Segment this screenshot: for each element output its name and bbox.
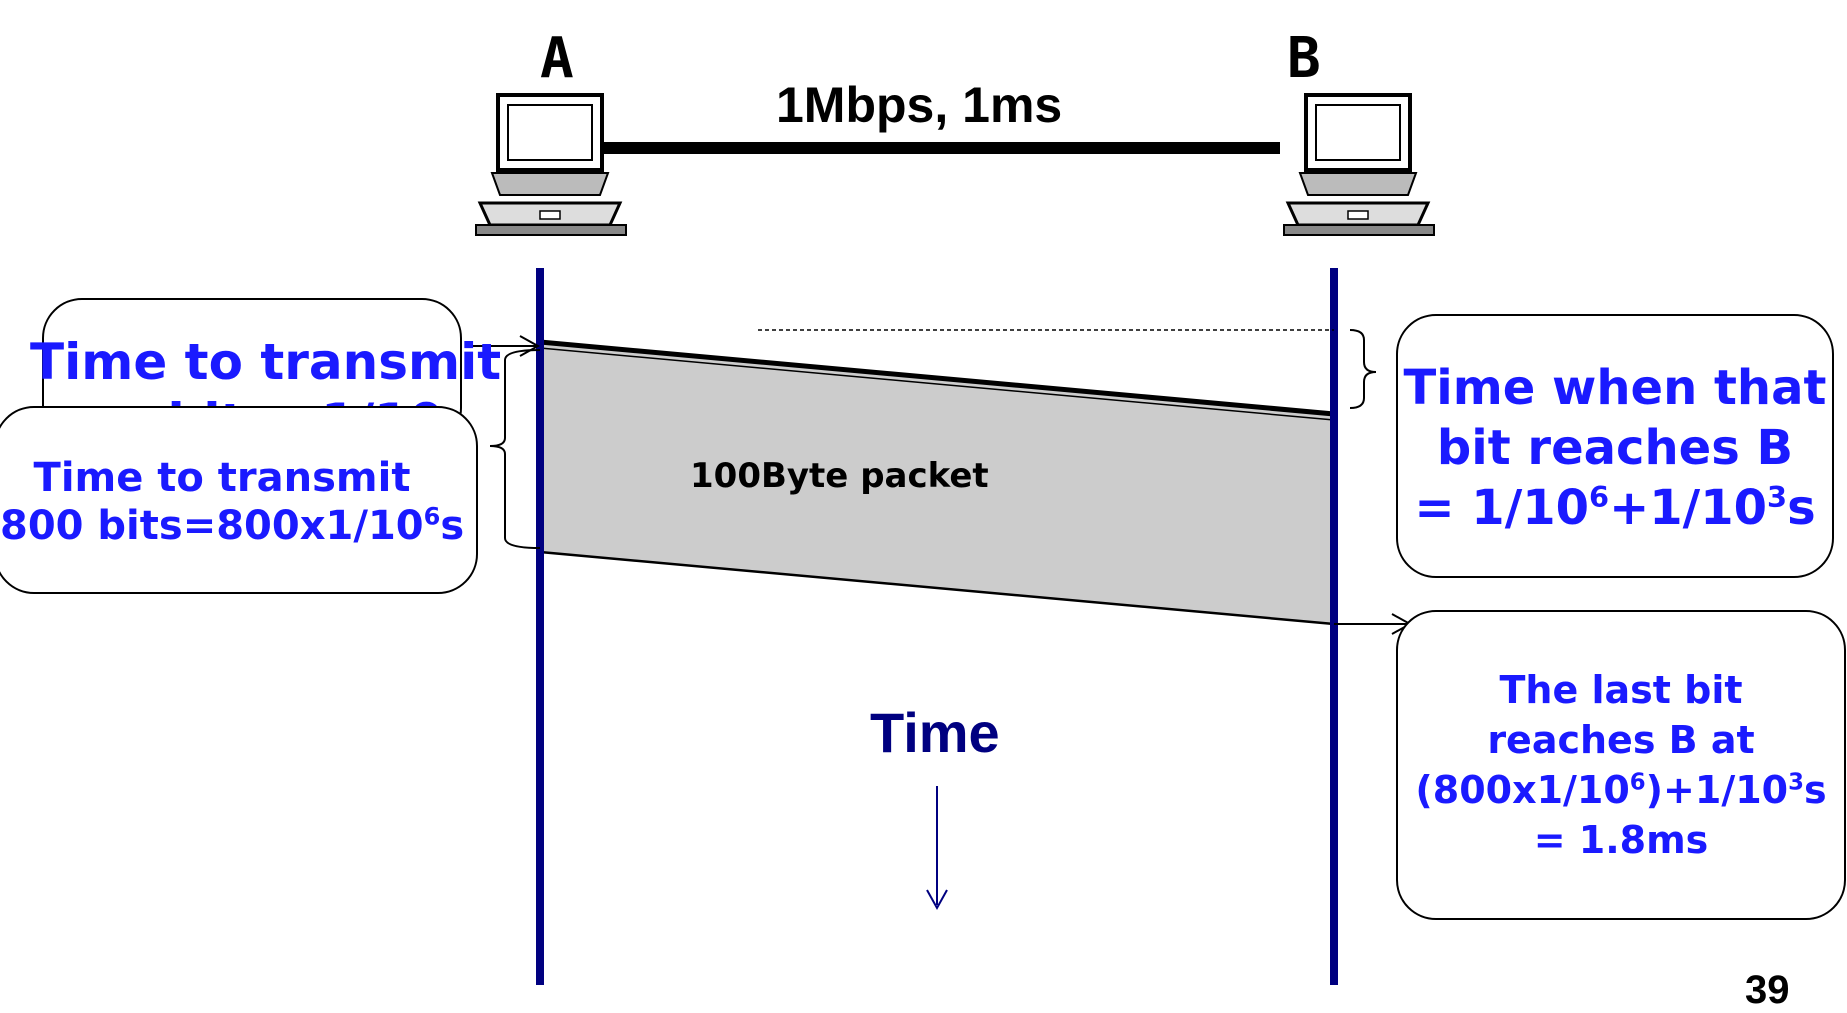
last-line3-mid: )+1/10 (1645, 768, 1789, 812)
page-number: 39 (1745, 968, 1790, 1012)
arrival-line3-sup1: 6 (1589, 480, 1610, 514)
last-line3-sup2: 3 (1788, 769, 1804, 796)
arrow-first-bit-head (519, 335, 541, 357)
callout-last-bit-arrival (1396, 610, 1846, 920)
time-arrow-head (926, 889, 948, 911)
callout-last-bit-line3: (800x1/106)+1/103s (1396, 768, 1846, 814)
last-line3-pre: (800x1/10 (1415, 768, 1630, 812)
callout-all-bits-line1: Time to transmit (33, 455, 411, 501)
callout-all-bits-line2-text: 800 bits=800x1/10 (0, 503, 424, 549)
packet-label: 100Byte packet (690, 456, 989, 496)
arrival-line3-sup2: 3 (1767, 480, 1788, 514)
last-line3-sup1: 6 (1629, 769, 1646, 796)
node-b-label: B (1287, 26, 1321, 91)
laptop-a-icon (475, 93, 627, 236)
arrival-line3-unit: s (1787, 480, 1816, 536)
callout-last-bit-line4: = 1.8ms (1533, 818, 1709, 862)
callout-first-bit-line1: Time to transmit (30, 333, 502, 391)
callout-all-bits-line2: 800 bits=800x1/106s (0, 502, 464, 550)
last-bit-line (539, 550, 1335, 626)
brace-b (1349, 329, 1377, 409)
time-label: Time (870, 701, 1000, 764)
link-label: 1Mbps, 1ms (776, 77, 1063, 133)
callout-all-bits-line2-sup: 6 (423, 502, 441, 531)
callout-last-bit-line1: The last bit (1499, 668, 1743, 712)
first-bit-line-shadow (539, 347, 1335, 421)
packet-region (540, 342, 1334, 624)
callout-all-bits (0, 406, 478, 594)
callout-all-bits-line2-unit: s (440, 503, 465, 549)
laptop-b-icon (1283, 93, 1435, 236)
brace-a (489, 349, 541, 549)
callout-first-bit-arrival (1396, 314, 1834, 578)
callout-first-bit-arrival-line2: bit reaches B (1436, 420, 1794, 476)
callout-last-bit-line2: reaches B at (1487, 718, 1755, 762)
first-bit-line (539, 339, 1335, 417)
node-a-label: A (540, 26, 574, 91)
arrival-line3-pre: = 1/10 (1414, 480, 1590, 536)
last-line3-unit: s (1803, 768, 1827, 812)
callout-first-bit-arrival-line3: = 1/106+1/103s (1396, 480, 1834, 538)
callout-first-bit-arrival-line1: Time when that (1403, 360, 1827, 416)
arrival-line3-mid: +1/10 (1609, 480, 1768, 536)
